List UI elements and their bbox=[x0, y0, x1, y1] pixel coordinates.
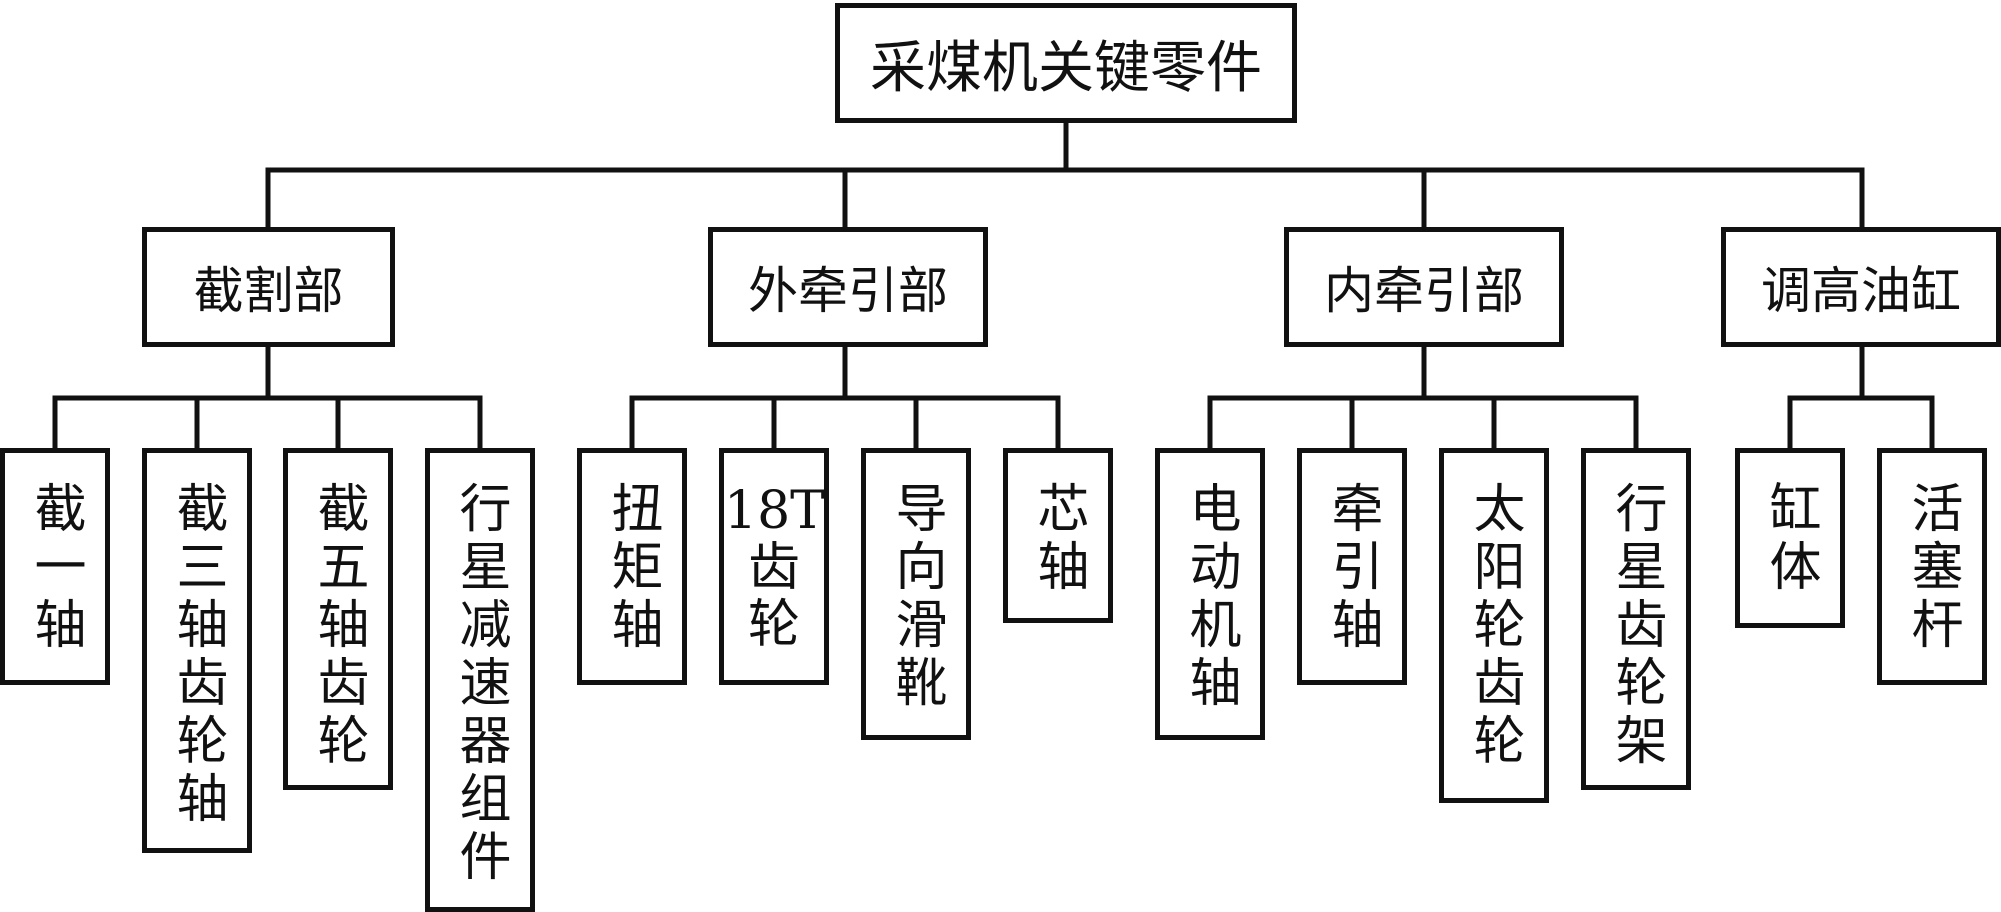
leaf-line: 齿轮 bbox=[747, 538, 800, 656]
leaf-node-18t-gear: 18T 齿轮 bbox=[719, 448, 829, 685]
leaf-node: 行星减速器组件 bbox=[425, 448, 535, 912]
leaf-node: 太阳轮齿轮 bbox=[1439, 448, 1549, 803]
node-external-traction: 外牵引部 bbox=[708, 227, 988, 347]
leaf-node: 截三轴齿轮轴 bbox=[142, 448, 252, 853]
leaf-line: 18T bbox=[724, 481, 825, 541]
node-height-adjust-cylinder: 调高油缸 bbox=[1721, 227, 2001, 347]
leaf-node: 活塞杆 bbox=[1877, 448, 1987, 685]
leaf-node: 扭矩轴 bbox=[577, 448, 687, 685]
leaf-node: 电动机轴 bbox=[1155, 448, 1265, 740]
leaf-node: 缸体 bbox=[1735, 448, 1845, 628]
leaf-node: 导向滑靴 bbox=[861, 448, 971, 740]
leaf-node: 截五轴齿轮 bbox=[283, 448, 393, 790]
leaf-node: 牵引轴 bbox=[1297, 448, 1407, 685]
leaf-node: 截一轴 bbox=[0, 448, 110, 685]
node-cutting-section: 截割部 bbox=[142, 227, 395, 347]
leaf-node: 行星齿轮架 bbox=[1581, 448, 1691, 790]
root-node: 采煤机关键零件 bbox=[835, 3, 1297, 123]
leaf-node: 芯轴 bbox=[1003, 448, 1113, 623]
node-internal-traction: 内牵引部 bbox=[1284, 227, 1564, 347]
